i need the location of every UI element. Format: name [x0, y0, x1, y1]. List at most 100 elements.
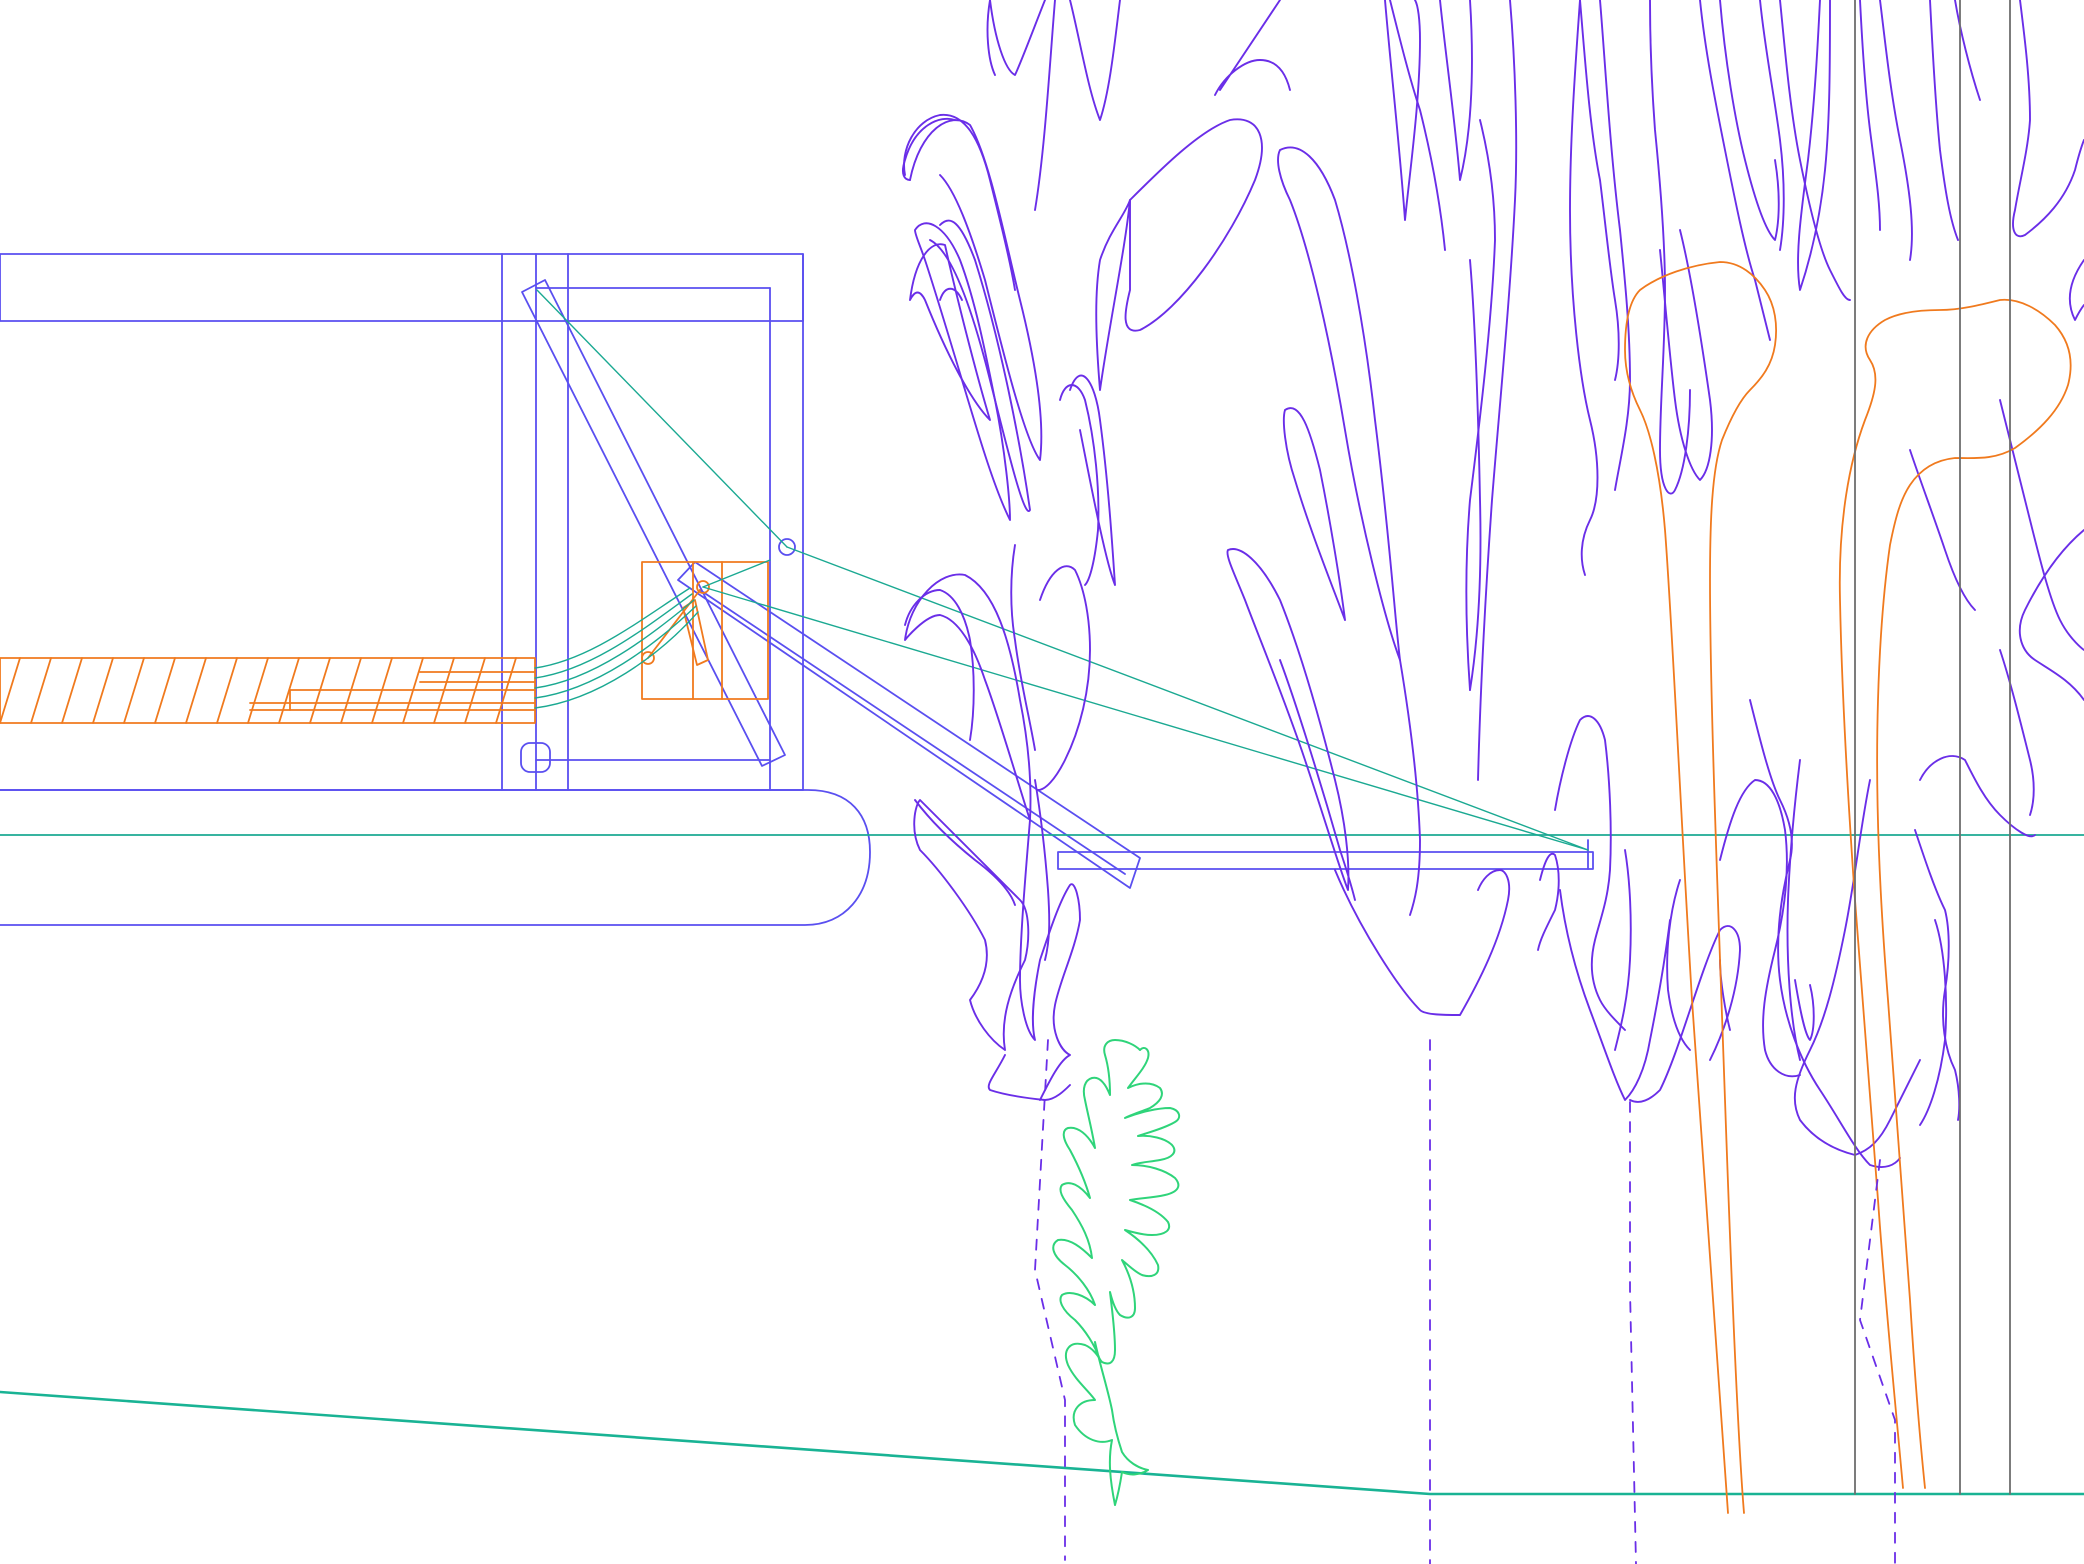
reed-right-leaf-9 — [1779, 0, 1851, 301]
reed-right-leaf-18 — [1909, 449, 1976, 611]
reed-center-stem-3 — [1469, 259, 1482, 691]
deck-hatch-line — [30, 657, 52, 724]
reed-center-stem-2 — [1399, 659, 1421, 916]
ground-line — [0, 1390, 2084, 1496]
reed-right-leaf-10 — [1797, 0, 1831, 291]
deck-hatch-line — [185, 657, 207, 724]
reed-near-stem — [1034, 779, 1051, 961]
reed-mid-plant-3 — [1629, 925, 1741, 1103]
reed-near-leaf-2 — [903, 114, 1016, 291]
deck-hatch-line — [216, 657, 238, 724]
reed-right-leaf-3 — [1599, 0, 1631, 491]
reed-right-base — [1749, 699, 1901, 1168]
cable-curve-2 — [534, 593, 693, 679]
reed-right-leaf-7 — [1719, 0, 1780, 241]
reed-right-leaf-4 — [1649, 0, 1691, 495]
cable-top — [536, 289, 788, 548]
reed-mid-leaf-a — [1719, 779, 1801, 1078]
reed-center-stem-4 — [1465, 119, 1496, 691]
deck-hatch-line — [154, 657, 176, 724]
reed-center-leaf-4 — [1384, 0, 1421, 221]
reed-center-leaf-6 — [1439, 0, 1473, 181]
deck-hatch-line — [61, 657, 83, 724]
orange-trees — [1624, 261, 2072, 1514]
reed-center-leaf-1 — [1124, 118, 1263, 332]
reed-near-leaf-1 — [986, 0, 996, 76]
reed-right-leaf-20 — [1919, 755, 2036, 838]
orange-tree-right-trunk-a — [1838, 298, 2072, 1489]
reed-left-leaf-2 — [1034, 0, 1121, 211]
reed-left-base — [913, 799, 1030, 1051]
cable-curve-4 — [534, 605, 697, 699]
mechanism-box — [641, 561, 769, 700]
reed-right-leaf-6 — [1699, 0, 1771, 341]
reed-right-leaf-22 — [1914, 829, 1961, 1121]
reed-left-leaf-3 — [909, 119, 1043, 461]
mechanism-pin-1 — [641, 651, 655, 665]
reed-left-root — [987, 1054, 1071, 1101]
root-dash-4 — [1859, 1159, 1896, 1564]
reed-mid-leaf-c — [1794, 979, 1815, 1041]
reed-center-leaf-5 — [1389, 0, 1446, 251]
reed-mid-plant — [1554, 715, 1626, 1031]
deck-hatch-line — [92, 657, 114, 724]
reed-right-stem-2 — [1786, 759, 1801, 1061]
mechanism-link — [682, 599, 709, 666]
reed-right-leaf-1 — [1579, 0, 1620, 381]
wood-deck — [0, 561, 769, 724]
reed-mid-leaf-d — [1614, 849, 1632, 1051]
deck-hatch-line — [123, 657, 145, 724]
reed-near-leaf-6 — [1037, 565, 1091, 791]
reed-near-base — [914, 799, 1016, 906]
reed-left-leaf-9 — [904, 573, 1032, 821]
reed-center-leaf-7 — [1282, 407, 1346, 621]
reed-right-leaf-13 — [1929, 0, 1959, 241]
deck-hatch-line — [247, 657, 269, 724]
reed-right-leaf-14 — [1954, 0, 1981, 101]
reed-left-leaf-1 — [989, 0, 1046, 76]
cable-mechanism-canopy — [702, 586, 1589, 851]
reed-center-leaf-8 — [1226, 548, 1350, 891]
drain-detail — [520, 742, 551, 773]
canopy-rect — [1057, 851, 1594, 870]
reed-center-stem — [1334, 869, 1511, 1016]
reed-center-leaf-9 — [1279, 659, 1356, 901]
terrace-slab — [0, 789, 871, 926]
reed-mid-plant-4 — [1666, 879, 1691, 1051]
root-dash-1 — [1034, 1039, 1066, 1561]
reed-right-leaf-19 — [2018, 529, 2084, 701]
diagonal-strut — [521, 279, 786, 767]
reed-near-leaf-3 — [914, 222, 1011, 521]
reed-left-leaf-7 — [1069, 374, 1116, 586]
cable-short — [702, 559, 771, 588]
orange-tree-left-trunk-a — [1624, 261, 1778, 1514]
reed-left-stem — [1019, 819, 1081, 1101]
vertical-posts — [1854, 0, 2011, 1495]
reed-mid-leaf-e — [1537, 852, 1560, 951]
deck-hatch-line — [0, 657, 21, 724]
guy-cables — [534, 289, 1589, 851]
leaf-plant — [1052, 1039, 1181, 1506]
reed-right-leaf-15 — [2012, 0, 2084, 238]
reed-right-stem — [1793, 779, 1921, 1156]
long-arm-centerline — [699, 589, 1126, 875]
reed-right-leaf-11 — [1859, 0, 1881, 231]
reed-plants — [902, 0, 2084, 1168]
reed-right-leaf-21 — [1999, 649, 2035, 816]
root-dashes — [1034, 1039, 1896, 1564]
long-arm — [677, 561, 1141, 889]
canopy-beam — [1057, 839, 1594, 870]
reed-left-leaf-4 — [902, 117, 956, 181]
reed-center-leaf-2 — [1214, 0, 1291, 96]
cable-curve-3 — [534, 599, 695, 689]
reed-left-leaf-5 — [929, 219, 1031, 513]
root-dash-3 — [1629, 1101, 1637, 1564]
cable-pivot-canopy — [786, 546, 1589, 851]
mechanism-pin-2 — [696, 580, 710, 594]
reed-right-leaf-16 — [2068, 259, 2084, 321]
reed-near-leaf-5 — [1059, 384, 1100, 586]
deck-hatch-line — [278, 657, 300, 724]
pivot-circle — [778, 538, 796, 556]
reed-near-leaf-7 — [1010, 544, 1036, 751]
reed-right-leaf-17 — [1999, 399, 2084, 651]
